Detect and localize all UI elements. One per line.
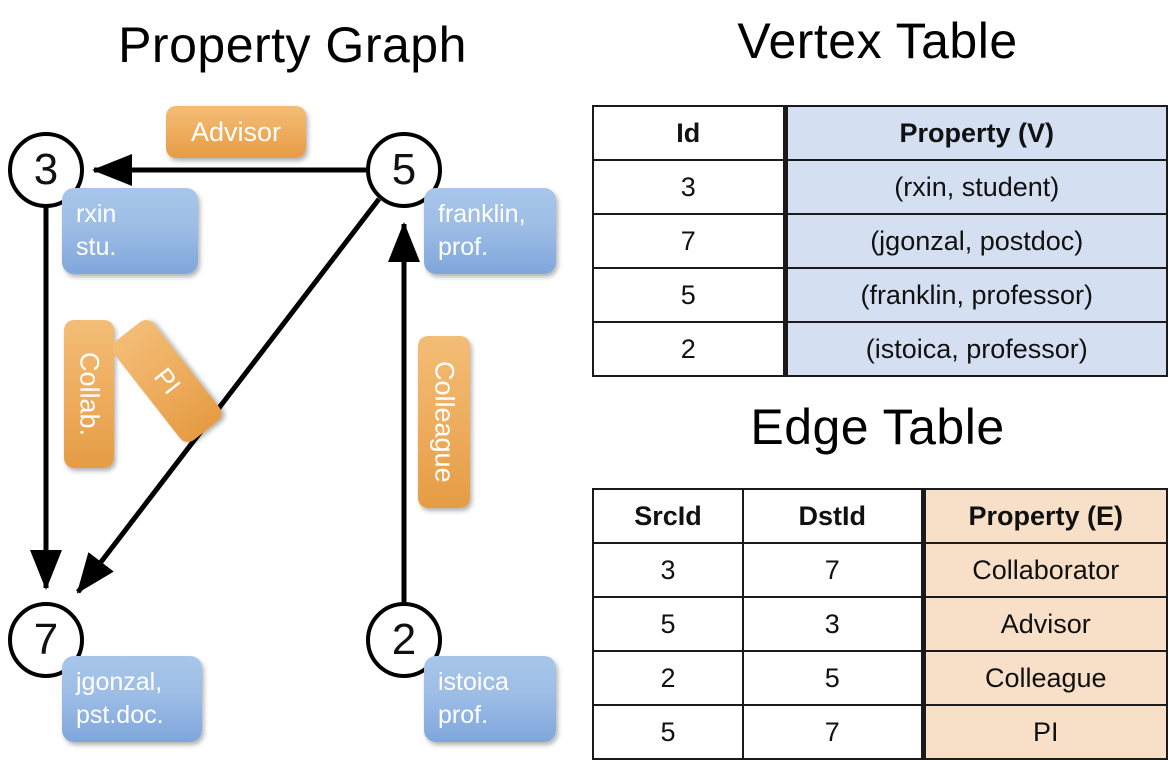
- vertex-cell-id: 7: [592, 213, 786, 269]
- node-property-line-2: stu.: [76, 233, 117, 261]
- table-row[interactable]: 2 (istoica, professor): [592, 321, 1168, 377]
- property-graph-diagram: 3 5 7 2 rxin stu. franklin, prof. jgonza…: [8, 106, 556, 742]
- edge-cell-srcid: 2: [592, 650, 744, 706]
- node-property-line-1: rxin: [76, 200, 117, 228]
- edge-cell-property: PI: [920, 704, 1168, 760]
- edge-label-advisor: Advisor: [166, 106, 306, 158]
- table-row[interactable]: 3 (rxin, student): [592, 159, 1168, 215]
- edge-cell-srcid: 5: [592, 704, 744, 760]
- vertex-cell-id: 5: [592, 267, 786, 323]
- vertex-cell-property: (rxin, student): [782, 159, 1168, 215]
- edge-cell-srcid: 5: [592, 596, 744, 652]
- node-property-line-1: istoica: [438, 668, 509, 696]
- graph-node-5-label: 5: [391, 145, 417, 194]
- vertex-table-header-row: Id Property (V): [592, 105, 1168, 161]
- graph-node-7-label: 7: [33, 615, 59, 664]
- node-property-line-2: prof.: [438, 233, 489, 261]
- graph-node-3-label: 3: [33, 145, 59, 194]
- node-property-line-1: jgonzal,: [76, 668, 163, 696]
- edge-cell-dstid: 3: [742, 596, 924, 652]
- edge-label-advisor-text: Advisor: [190, 116, 282, 147]
- edge-cell-dstid: 7: [742, 704, 924, 760]
- edge-label-colleague: Colleague: [418, 336, 470, 508]
- node-property-line-2: prof.: [438, 701, 489, 729]
- edge-cell-dstid: 7: [742, 542, 924, 598]
- edge-label-collab: Collab.: [64, 320, 114, 468]
- table-row[interactable]: 5 7 PI: [592, 704, 1168, 760]
- edge-table-header-row: SrcId DstId Property (E): [592, 488, 1168, 544]
- graph-edge-5-to-7: [76, 197, 381, 594]
- edge-label-pi-text: PI: [148, 361, 187, 400]
- vertex-table-header-property: Property (V): [782, 105, 1168, 161]
- page-title-property-graph: Property Graph: [118, 17, 467, 73]
- node-property-line-1: franklin,: [438, 200, 526, 228]
- edge-label-colleague-text: Colleague: [429, 361, 460, 483]
- table-row[interactable]: 5 3 Advisor: [592, 596, 1168, 652]
- edge-cell-dstid: 5: [742, 650, 924, 706]
- edge-table: SrcId DstId Property (E) 3 7 Collaborato…: [592, 488, 1168, 760]
- table-row[interactable]: 7 (jgonzal, postdoc): [592, 213, 1168, 269]
- node-property-callout-7: jgonzal, pst.doc.: [62, 656, 202, 742]
- vertex-table: Id Property (V) 3 (rxin, student) 7 (jgo…: [592, 105, 1168, 377]
- page-title-vertex-table: Vertex Table: [737, 13, 1018, 69]
- edge-table-header-property: Property (E): [920, 488, 1168, 544]
- table-row[interactable]: 3 7 Collaborator: [592, 542, 1168, 598]
- vertex-cell-property: (franklin, professor): [782, 267, 1168, 323]
- vertex-table-header-id: Id: [592, 105, 786, 161]
- table-row[interactable]: 2 5 Colleague: [592, 650, 1168, 706]
- graph-node-2[interactable]: 2: [366, 602, 442, 678]
- graph-node-5[interactable]: 5: [366, 132, 442, 208]
- node-property-callout-5: franklin, prof.: [424, 188, 556, 274]
- vertex-cell-property: (istoica, professor): [782, 321, 1168, 377]
- edge-table-header-dstid: DstId: [742, 488, 924, 544]
- edge-cell-property: Advisor: [920, 596, 1168, 652]
- edge-label-collab-text: Collab.: [74, 351, 105, 437]
- node-property-callout-2: istoica prof.: [424, 656, 556, 742]
- edge-cell-srcid: 3: [592, 542, 744, 598]
- edge-cell-property: Colleague: [920, 650, 1168, 706]
- node-property-line-2: pst.doc.: [76, 701, 164, 729]
- page-title-edge-table: Edge Table: [750, 399, 1005, 455]
- graph-edges-layer: [30, 154, 420, 602]
- vertex-cell-id: 2: [592, 321, 786, 377]
- vertex-cell-id: 3: [592, 159, 786, 215]
- edge-cell-property: Collaborator: [920, 542, 1168, 598]
- node-property-callout-3: rxin stu.: [62, 188, 198, 274]
- edge-table-header-srcid: SrcId: [592, 488, 744, 544]
- vertex-cell-property: (jgonzal, postdoc): [782, 213, 1168, 269]
- graph-node-2-label: 2: [391, 615, 417, 664]
- table-row[interactable]: 5 (franklin, professor): [592, 267, 1168, 323]
